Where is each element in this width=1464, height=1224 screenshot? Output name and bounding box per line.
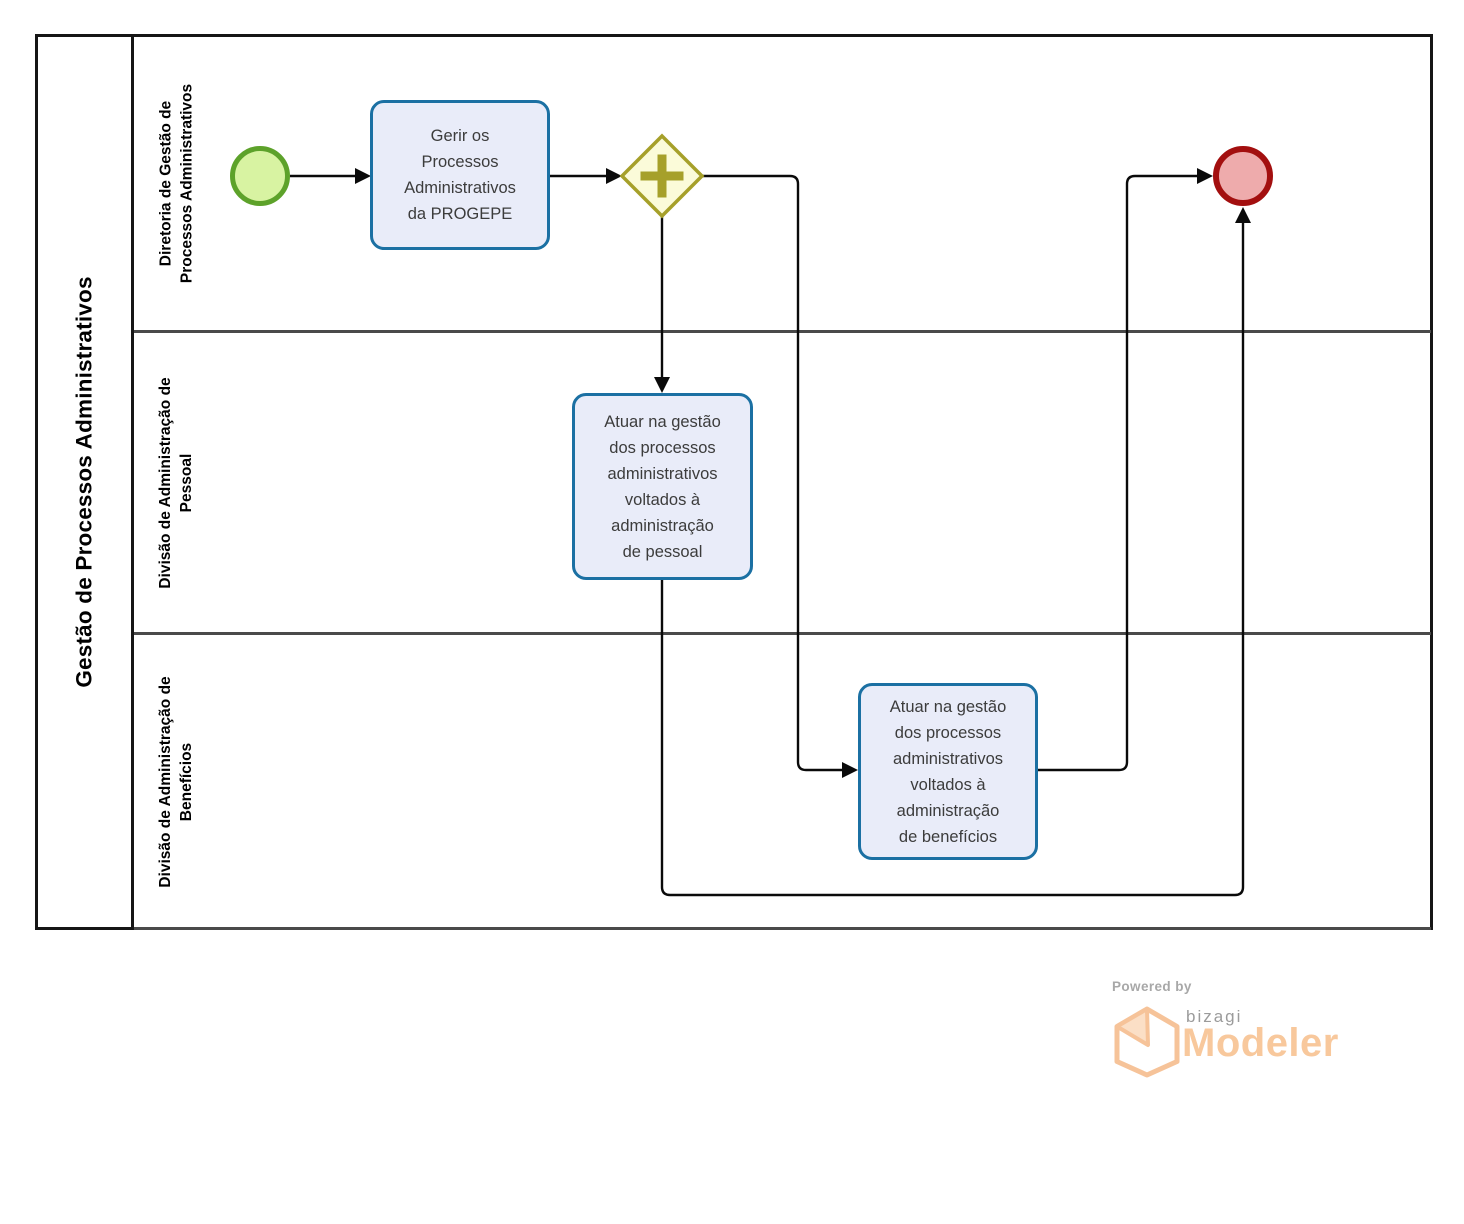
task-label: Atuar na gestão dos processos administra…	[889, 697, 1007, 846]
powered-by-label: Powered by	[1112, 979, 1192, 994]
pool-title: Gestão de Processos Administrativos	[71, 276, 97, 688]
parallel-gateway[interactable]	[619, 133, 705, 219]
bizagi-brand-text: bizagi	[1186, 1007, 1243, 1026]
end-event[interactable]	[1213, 146, 1273, 206]
task-label: Atuar na gestão dos processos administra…	[604, 412, 721, 561]
pool-title-divider	[131, 34, 134, 930]
task-label: Gerir os Processos Administrativos da PR…	[404, 127, 516, 223]
lane-bottom-edge	[134, 927, 1431, 930]
lane-label-pessoal: Divisão de Administração de Pessoal	[157, 377, 195, 589]
task-gestao-pessoal[interactable]: Atuar na gestão dos processos administra…	[572, 393, 753, 580]
modeler-product-text: Modeler	[1182, 1021, 1339, 1065]
task-gestao-beneficios[interactable]: Atuar na gestão dos processos administra…	[858, 683, 1038, 860]
start-event[interactable]	[230, 146, 290, 206]
lane-label-beneficios: Divisão de Administração de Benefícios	[157, 676, 195, 888]
lane-divider-1	[134, 330, 1431, 333]
task-gerir-processos[interactable]: Gerir os Processos Administrativos da PR…	[370, 100, 550, 250]
lane-label-diretoria: Diretoria de Gestão de Processos Adminis…	[157, 83, 195, 284]
plus-icon	[640, 154, 684, 198]
lane-divider-2	[134, 632, 1431, 635]
bizagi-hexagon-icon	[1114, 1006, 1180, 1078]
